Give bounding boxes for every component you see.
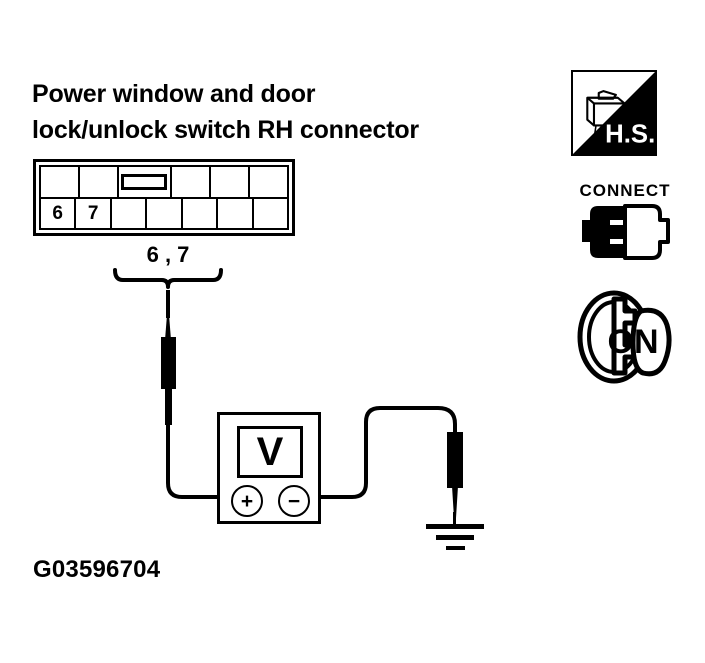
voltmeter-positive-terminal: + <box>231 485 263 517</box>
pin-callout-brace-icon <box>113 268 223 289</box>
pin-cell-top-5 <box>211 167 250 197</box>
connector-pinout-inner: 6 7 <box>39 165 289 230</box>
pin-cell-bottom-2: 7 <box>76 198 112 228</box>
voltmeter-negative-terminal: − <box>278 485 310 517</box>
pin-cell-bottom-6 <box>218 198 254 228</box>
pin-cell-top-3-locking-tab <box>119 167 172 197</box>
connector-top-row <box>41 167 287 199</box>
pin-cell-bottom-1: 6 <box>41 198 77 228</box>
pin-cell-bottom-4 <box>147 198 183 228</box>
locking-tab-rect <box>121 173 168 190</box>
connector-pinout-diagram: 6 7 <box>33 159 295 236</box>
connector-bottom-row: 6 7 <box>41 198 287 228</box>
hs-icon: H.S. <box>571 70 657 156</box>
pin-cell-top-2 <box>80 167 120 197</box>
hs-icon-label: H.S. <box>605 121 655 149</box>
pin-cell-bottom-5 <box>183 198 219 228</box>
pin-cell-bottom-3 <box>112 198 148 228</box>
voltmeter-display: V <box>237 426 303 478</box>
pin-cell-top-1 <box>41 167 81 197</box>
connect-icon-label: CONNECT <box>579 181 670 200</box>
test-probe-left-icon <box>161 302 176 425</box>
test-probe-right-icon <box>447 432 463 526</box>
connect-icon: CONNECT <box>570 176 680 268</box>
voltmeter: V + − <box>217 412 321 524</box>
ignition-on-icon: ON <box>573 285 677 385</box>
pin-callout-label: 6 , 7 <box>146 242 190 267</box>
ground-symbol-icon <box>426 524 484 550</box>
pin-cell-top-4 <box>172 167 211 197</box>
ignition-on-icon-label: ON <box>608 323 659 361</box>
figure-code: G03596704 <box>33 556 161 583</box>
page-title: Power window and door lock/unlock switch… <box>32 80 419 144</box>
